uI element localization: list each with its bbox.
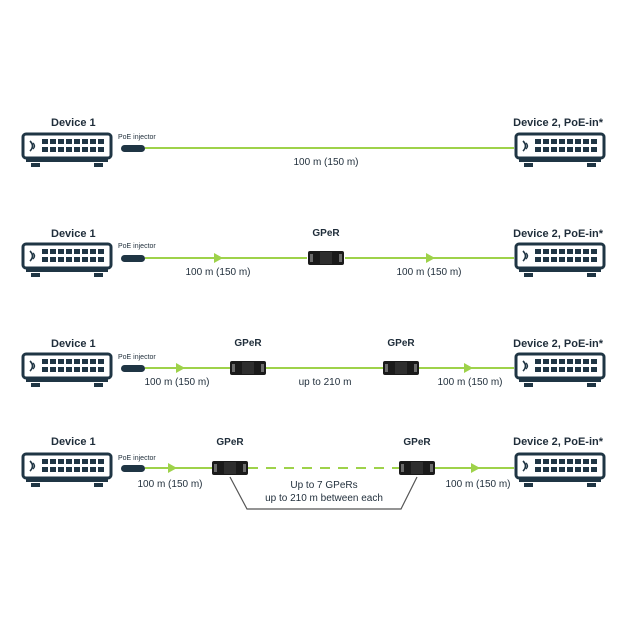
device-2-label: Device 2, PoE-in*	[513, 117, 603, 129]
distance-label-right: 100 m (150 m)	[437, 377, 503, 388]
poe-injector-label: PoE injector	[118, 455, 156, 462]
device-2-switch-icon	[514, 132, 606, 169]
distance-label-left: 100 m (150 m)	[185, 267, 251, 278]
direction-arrow-icon	[464, 363, 473, 373]
gper-device-icon	[383, 361, 419, 375]
gper-label: GPeR	[312, 228, 340, 239]
device-1-label: Device 1	[51, 436, 96, 448]
distance-label-left: 100 m (150 m)	[144, 377, 210, 388]
gper-chain-note-line2: up to 210 m between each	[265, 493, 383, 504]
poe-injector-icon	[121, 255, 145, 262]
device-1-label: Device 1	[51, 117, 96, 129]
poe-injector-icon	[121, 365, 145, 372]
device-1-switch-icon	[21, 242, 113, 279]
device-1-switch-icon	[21, 132, 113, 169]
device-1-switch-icon	[21, 352, 113, 389]
device-1-switch-icon	[21, 452, 113, 489]
device-2-label: Device 2, PoE-in*	[513, 228, 603, 240]
gper-device-icon	[230, 361, 266, 375]
gper-label-right: GPeR	[387, 338, 415, 349]
device-1-label: Device 1	[51, 228, 96, 240]
gper-chain-bracket	[229, 476, 418, 510]
poe-injector-label: PoE injector	[118, 354, 156, 361]
distance-label-right: 100 m (150 m)	[445, 479, 511, 490]
poe-injector-label: PoE injector	[118, 134, 156, 141]
distance-label-middle: up to 210 m	[298, 377, 352, 388]
distance-label-right: 100 m (150 m)	[396, 267, 462, 278]
direction-arrow-icon	[426, 253, 435, 263]
poe-injector-label: PoE injector	[118, 243, 156, 250]
poe-injector-icon	[121, 145, 145, 152]
direction-arrow-icon	[168, 463, 177, 473]
gper-device-icon	[308, 251, 344, 265]
gper-label-right: GPeR	[403, 437, 431, 448]
gper-label-left: GPeR	[216, 437, 244, 448]
device-2-switch-icon	[514, 452, 606, 489]
device-2-label: Device 2, PoE-in*	[513, 338, 603, 350]
distance-label: 100 m (150 m)	[293, 157, 359, 168]
direction-arrow-icon	[471, 463, 480, 473]
gper-device-icon	[212, 461, 248, 475]
gper-chain-note-line1: Up to 7 GPeRs	[290, 480, 358, 491]
device-2-label: Device 2, PoE-in*	[513, 436, 603, 448]
gper-label-left: GPeR	[234, 338, 262, 349]
gper-device-icon	[399, 461, 435, 475]
device-1-label: Device 1	[51, 338, 96, 350]
distance-label-left: 100 m (150 m)	[137, 479, 203, 490]
device-2-switch-icon	[514, 242, 606, 279]
poe-injector-icon	[121, 465, 145, 472]
direction-arrow-icon	[176, 363, 185, 373]
direction-arrow-icon	[214, 253, 223, 263]
device-2-switch-icon	[514, 352, 606, 389]
